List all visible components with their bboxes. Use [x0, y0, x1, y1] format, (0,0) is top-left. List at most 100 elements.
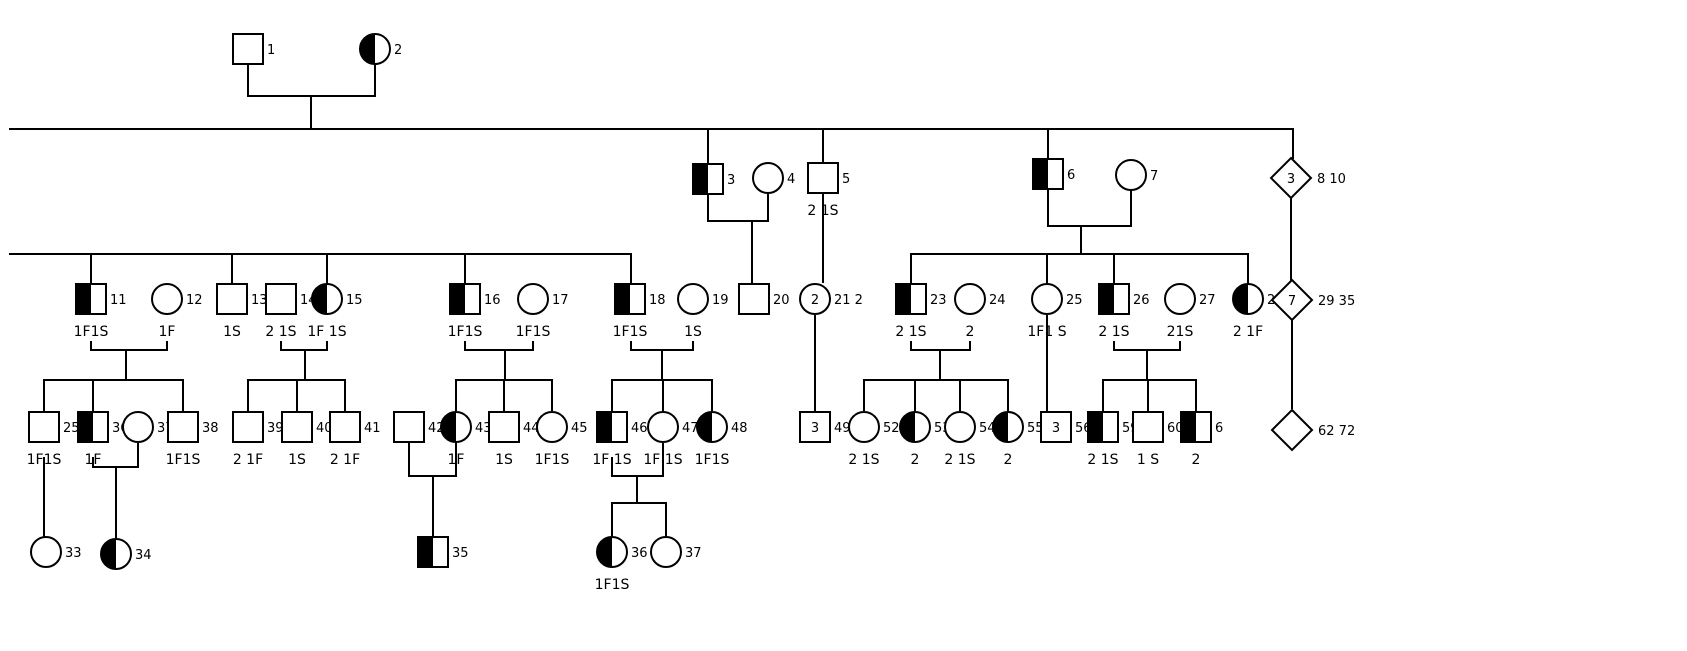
female-circle — [1164, 283, 1196, 315]
affected-shading — [597, 537, 612, 567]
male-square — [799, 411, 831, 443]
genotype-label: 2 — [1192, 452, 1201, 468]
connector-lines — [9, 63, 1294, 538]
id-label: 39 — [267, 421, 284, 436]
genotype-label: 2 — [1004, 452, 1013, 468]
female-circle — [677, 283, 709, 315]
individual-square: 6 — [1032, 158, 1075, 190]
id-label: 15 — [346, 293, 363, 308]
id-label: 23 — [930, 293, 947, 308]
female-circle — [848, 411, 880, 443]
male-square — [738, 283, 770, 315]
individual-circle: 37 — [650, 536, 702, 568]
count-label: 7 — [1288, 294, 1296, 309]
genotype-label: 2 1S — [807, 203, 838, 219]
id-label: 62 72 — [1318, 424, 1355, 439]
genotype-label: 1S — [288, 452, 306, 468]
male-square — [1040, 411, 1072, 443]
id-label: 34 — [135, 548, 152, 563]
genotype-label: 1F1S — [448, 324, 483, 340]
id-label: 11 — [110, 293, 127, 308]
individual-square: 44 1S — [488, 411, 540, 468]
genotype-label: 2 1F — [1233, 324, 1263, 340]
affected-shading — [597, 412, 612, 442]
genotype-label: 1F1S — [613, 324, 648, 340]
connector-line — [247, 63, 376, 97]
id-label: 33 — [65, 546, 82, 561]
individual-square: 42 — [393, 411, 445, 443]
genotype-label: 2 — [966, 324, 975, 340]
female-circle — [752, 162, 784, 194]
individual-circle: 12 1F — [151, 283, 203, 340]
id-label: 24 — [989, 293, 1006, 308]
id-label: 40 — [316, 421, 333, 436]
id-label: 55 — [1027, 421, 1044, 436]
genotype-label: 1F1S — [535, 452, 570, 468]
genotype-label: 1F1S — [74, 324, 109, 340]
affected-shading — [312, 284, 327, 314]
individual-circle: 25 1F1 S — [1027, 283, 1083, 340]
id-label: 36 — [631, 546, 648, 561]
connector-line — [910, 341, 971, 351]
genotype-label: 1F1 S — [1027, 324, 1066, 340]
id-label: 12 — [186, 293, 203, 308]
male-square — [807, 162, 839, 194]
individual-square: 262 1S — [1098, 283, 1150, 340]
id-label: 18 — [649, 293, 666, 308]
id-label: 25 — [1066, 293, 1083, 308]
genotype-label: 2 1F — [233, 452, 263, 468]
id-label: 54 — [979, 421, 996, 436]
id-label: 7 — [1150, 169, 1158, 184]
genotype-label: 1F1S — [166, 452, 201, 468]
female-circle — [1031, 283, 1063, 315]
individual-circle: 7 — [1115, 159, 1158, 191]
genotype-label: 1F1S — [27, 452, 62, 468]
affected-shading — [1099, 284, 1114, 314]
id-label: 25 — [63, 421, 80, 436]
female-circle — [954, 283, 986, 315]
individual-square: 232 1S — [895, 283, 947, 340]
genotype-label: 1S — [495, 452, 513, 468]
count-label: 3 — [1287, 172, 1295, 187]
genotype-label: 1F — [85, 452, 102, 468]
female-circle — [122, 411, 154, 443]
id-label: 1 — [267, 43, 275, 58]
affected-shading — [900, 412, 915, 442]
female-circle — [650, 536, 682, 568]
individual-square: 601 S — [1132, 411, 1184, 468]
id-label: 27 — [1199, 293, 1216, 308]
id-label: 44 — [523, 421, 540, 436]
genotype-label: 1S — [223, 324, 241, 340]
affected-shading — [615, 284, 630, 314]
male-square — [265, 283, 297, 315]
genotype-label: 1F — [159, 324, 176, 340]
individual-circle: 2 — [359, 33, 402, 65]
genotype-label: 1F 1S — [592, 452, 631, 468]
genotype-label: 2 1S — [1098, 324, 1129, 340]
id-label: 21 2 — [834, 293, 863, 308]
affected-shading — [78, 412, 93, 442]
affected-shading — [360, 34, 375, 64]
individual-square: 62 — [1180, 411, 1223, 468]
id-label: 37 — [685, 546, 702, 561]
individual-circle: 33 — [30, 536, 82, 568]
individual-circle: 532 — [899, 411, 951, 468]
individual-circle: 27 21S — [1164, 283, 1216, 340]
id-label: 17 — [552, 293, 569, 308]
individual-circle: 37 — [122, 411, 174, 443]
id-label: 16 — [484, 293, 501, 308]
individual-circle: 55 2 — [992, 411, 1044, 468]
genotype-label: 21S — [1167, 324, 1194, 340]
male-square — [1132, 411, 1164, 443]
